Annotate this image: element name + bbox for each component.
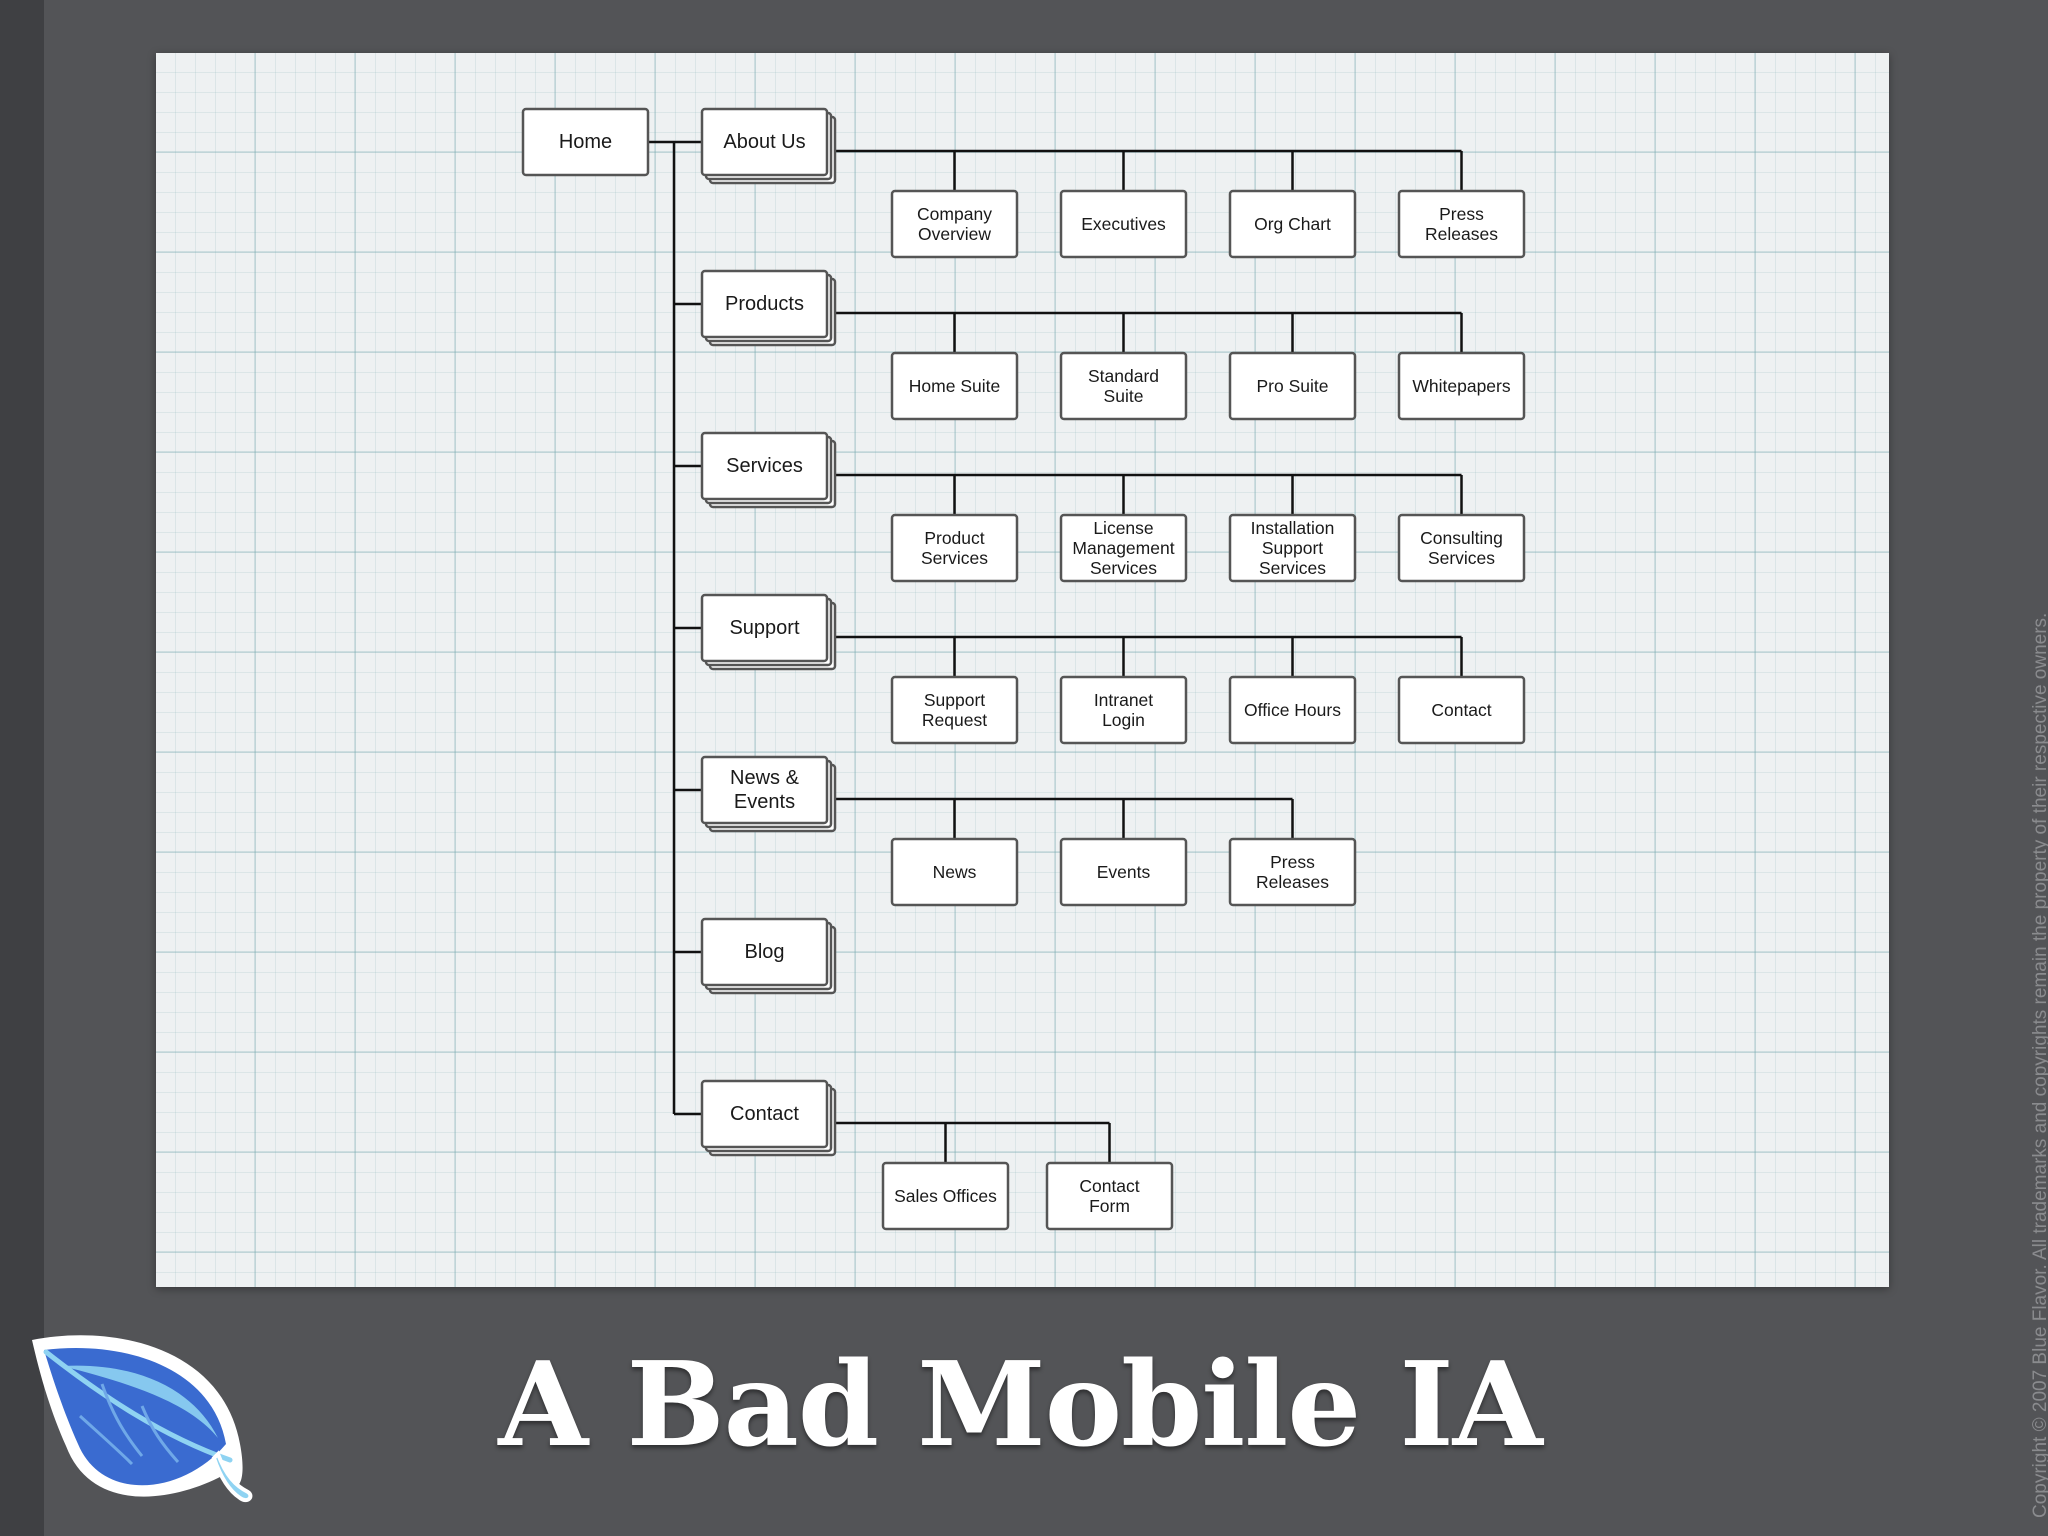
section-contact-child-sales-offices-box [881,1161,1010,1231]
section-about-us-box [700,107,829,177]
section-products-label: Products [725,293,804,315]
section-services-label: Services [726,455,803,477]
section-support-label: Support [729,617,800,639]
section-contact-child-sales-offices-label: Sales Offices [894,1186,997,1206]
section-products-child-whitepapers-box [1397,351,1526,421]
section-support-child-support-request-box [890,675,1019,745]
section-services-child-license-management-services-label: License Management Services [1072,518,1175,578]
section-news-events-box [700,755,829,825]
slide-edge-strip [0,0,44,1536]
section-news-events-child-press-releases-box [1228,837,1357,907]
box-layer [521,107,1526,1231]
section-news-events-child-news-label: News [932,862,977,882]
section-news-events-label: News & Events [730,767,799,813]
slide-title: A Bad Mobile IA [498,1337,1543,1473]
section-products-child-whitepapers-label: Whitepapers [1412,376,1511,396]
section-about-us-child-press-releases-label: Press Releases [1425,204,1498,244]
section-contact-label: Contact [730,1103,799,1125]
section-support-box [700,593,829,663]
section-about-us-child-press-releases-box [1397,189,1526,259]
section-about-us-child-company-overview-box [890,189,1019,259]
section-services-child-product-services-box [890,513,1019,583]
section-support-child-support-request-label: Support Request [921,690,988,730]
section-support-child-contact-box [1397,675,1526,745]
section-blog-box [700,917,829,987]
section-about-us-child-executives-label: Executives [1081,214,1166,234]
home-node-label: Home [558,131,613,153]
section-services-child-license-management-services-box [1059,513,1188,583]
home-node-box [521,107,650,177]
section-about-us-child-executives-box [1059,189,1188,259]
section-support-child-contact-label: Contact [1431,700,1492,720]
section-products-child-home-suite-box [890,351,1019,421]
leaf-icon [32,1335,253,1503]
section-contact-child-contact-form-box [1045,1161,1174,1231]
section-products-child-pro-suite-box [1228,351,1357,421]
section-news-events-child-events-box [1059,837,1188,907]
section-news-events-child-news-box [890,837,1019,907]
section-support-child-intranet-login-box [1059,675,1188,745]
section-about-us-child-org-chart-box [1228,189,1357,259]
section-about-us-child-company-overview-label: Company Overview [917,204,992,244]
section-support-child-intranet-login-label: Intranet Login [1093,690,1154,730]
section-services-child-installation-support-services-box [1228,513,1357,583]
section-about-us-child-org-chart-label: Org Chart [1254,214,1331,234]
section-services-child-consulting-services-label: Consulting Services [1420,528,1503,568]
copyright-notice: Copyright © 2007 Blue Flavor. All tradem… [2030,612,2048,1518]
section-products-child-standard-suite-label: Standard Suite [1087,366,1160,406]
section-products-child-standard-suite-box [1059,351,1188,421]
section-services-child-installation-support-services-label: Installation Support Services [1250,518,1335,578]
section-services-child-consulting-services-box [1397,513,1526,583]
section-news-events-child-events-label: Events [1096,862,1151,882]
graph-paper-canvas [156,53,1889,1287]
section-products-child-home-suite-label: Home Suite [908,376,1001,396]
section-services-child-product-services-label: Product Services [920,528,989,568]
section-blog-label: Blog [744,941,785,963]
section-services-box [700,431,829,501]
section-products-box [700,269,829,339]
connector-layer [648,140,1463,1163]
section-support-child-office-hours-box [1228,675,1357,745]
section-news-events-child-press-releases-label: Press Releases [1256,852,1329,892]
section-products-child-pro-suite-label: Pro Suite [1256,376,1329,396]
section-contact-child-contact-form-label: Contact Form [1079,1176,1140,1216]
section-about-us-label: About Us [723,131,806,153]
section-contact-box [700,1079,829,1149]
section-support-child-office-hours-label: Office Hours [1244,700,1341,720]
